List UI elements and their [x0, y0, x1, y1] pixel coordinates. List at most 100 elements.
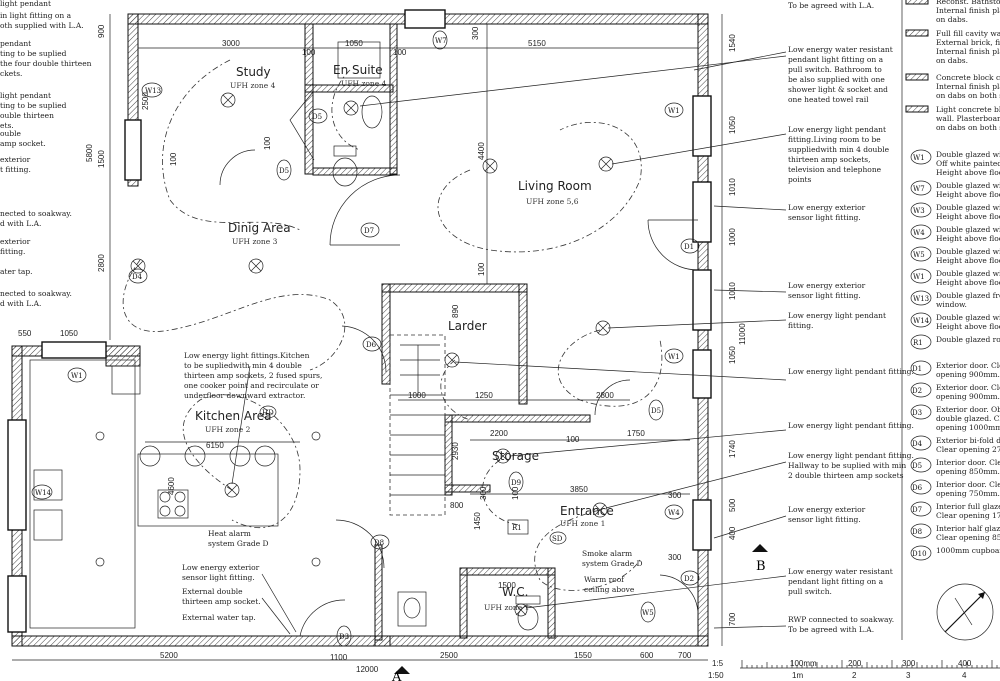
legend: Reconst. BathstoneInternal finish plason…: [901, 0, 1000, 640]
kitchen-sink: [33, 469, 63, 501]
svg-text:Double glazed win: Double glazed win: [936, 203, 1000, 212]
door-d1-swing: [647, 219, 699, 271]
tag-d9: D9: [508, 471, 524, 493]
svg-text:SD: SD: [552, 535, 563, 543]
svg-text:W4: W4: [913, 229, 925, 237]
svg-text:W14: W14: [35, 489, 52, 497]
pendant-light-dining-1: [130, 258, 146, 274]
right-note-line: Low energy light pendant: [788, 125, 886, 134]
right-note-line: Low energy exterior: [788, 281, 866, 290]
svg-text:D3: D3: [339, 633, 349, 641]
svg-text:1000: 1000: [728, 228, 737, 246]
window-kitchen-west-2: [7, 575, 27, 633]
right-note-8: Low energy light pendant fitting.Hallway…: [788, 451, 914, 480]
legend-wall-2: Concrete block cavInternal finish plason…: [905, 73, 1000, 100]
wall-south-east: [374, 635, 709, 647]
svg-text:D7: D7: [364, 227, 374, 235]
svg-text:system Grade D: system Grade D: [582, 559, 643, 568]
ext-tap-note: External water tap.: [182, 613, 256, 622]
svg-text:1250: 1250: [475, 391, 493, 400]
svg-text:2800: 2800: [97, 254, 106, 272]
heat-alarm-note: Heat alarm system Grade D: [208, 529, 269, 548]
svg-text:Light concrete bloc: Light concrete bloc: [936, 105, 1000, 114]
right-note-line: Low energy water resistant: [788, 567, 893, 576]
tag-w1-a: W1: [664, 102, 684, 118]
svg-text:1750: 1750: [627, 429, 645, 438]
window-living-east-3: [692, 269, 712, 331]
legend-wall-0: Reconst. BathstoneInternal finish plason…: [905, 0, 1000, 24]
svg-text:Low energy exterior: Low energy exterior: [182, 563, 260, 572]
svg-text:Smoke alarm: Smoke alarm: [582, 549, 632, 558]
window-study-west: [124, 119, 142, 181]
svg-text:Double glazed win: Double glazed win: [936, 150, 1000, 159]
wc-pan: [332, 157, 358, 187]
svg-text:4600: 4600: [167, 477, 176, 495]
right-note-line: pendant light fitting on a: [788, 577, 884, 586]
room-labels: Study UFH zone 4 En Suite UFH zone 4 Liv…: [195, 63, 614, 612]
right-leaders: [359, 51, 787, 629]
section-mark-b: B: [756, 559, 766, 574]
left-note-line: ouble thirteen: [0, 111, 54, 120]
smoke-alarm-note: Smoke alarm system Grade D: [582, 549, 643, 568]
svg-text:W1: W1: [913, 154, 925, 162]
wall-wc-north: [459, 567, 556, 576]
svg-text:one cooker point and recircula: one cooker point and recirculate or: [184, 381, 319, 390]
right-note-line: Low energy light pendant fitting.: [788, 421, 914, 430]
left-note-line: ting to be suplied: [0, 101, 67, 110]
svg-text:Height above floor: Height above floor: [936, 190, 1000, 199]
svg-text:1000: 1000: [408, 391, 426, 400]
svg-text:Height above floor: Height above floor: [936, 256, 1000, 265]
svg-text:1050: 1050: [345, 39, 363, 48]
right-note-line: Low energy exterior: [788, 203, 866, 212]
svg-text:opening 850mm.: opening 850mm.: [936, 467, 1000, 476]
pendant-light-entrance: [592, 502, 608, 518]
windows: [7, 9, 712, 633]
kitchen-island: [137, 453, 279, 527]
svg-text:2800: 2800: [596, 391, 614, 400]
svg-text:2500: 2500: [440, 651, 458, 660]
svg-text:600: 600: [640, 651, 654, 660]
svg-text:D2: D2: [912, 387, 922, 395]
svg-text:Exterior door. Obsc: Exterior door. Obsc: [936, 405, 1000, 414]
svg-text:on dabs.: on dabs.: [936, 56, 968, 65]
basin: [361, 95, 383, 129]
pendant-light-wc: [514, 603, 528, 617]
right-note-line: television and telephone: [788, 165, 882, 174]
room-ufh-entrance: UFH zone 1: [560, 519, 605, 528]
svg-text:opening 750mm.: opening 750mm.: [936, 489, 1000, 498]
svg-text:1:5: 1:5: [712, 659, 724, 668]
svg-text:550: 550: [18, 329, 32, 338]
right-note-line: To be agreed with L.A.: [788, 1, 874, 10]
svg-text:W4: W4: [668, 509, 680, 517]
svg-text:6150: 6150: [206, 441, 224, 450]
ext-light-note: Low energy exterior sensor light fitting…: [182, 563, 260, 582]
wall-larder-east: [518, 283, 528, 405]
svg-text:300: 300: [668, 491, 682, 500]
svg-text:double glazed. Clea: double glazed. Clea: [936, 414, 1000, 423]
svg-text:Height above floor: Height above floor: [936, 322, 1000, 331]
dimension-texts: 3000 1050 100 100 5150 300 900 2500 5800…: [18, 24, 747, 674]
svg-text:Double glazed win: Double glazed win: [936, 269, 1000, 278]
svg-text:Double glazed roof: Double glazed roof: [936, 335, 1000, 344]
svg-text:Double glazed win: Double glazed win: [936, 313, 1000, 322]
svg-text:Internal finish plas: Internal finish plas: [936, 6, 1000, 15]
window-living-east-2: [692, 181, 712, 243]
svg-text:External brick, fini: External brick, fini: [936, 38, 1000, 47]
door-d2-swing: [659, 574, 699, 616]
svg-text:5150: 5150: [528, 39, 546, 48]
tag-d6: D6: [362, 336, 382, 352]
svg-text:W7: W7: [913, 185, 925, 193]
room-label-entrance: Entrance: [560, 504, 614, 518]
right-note-line: To be agreed with L.A.: [788, 625, 874, 634]
